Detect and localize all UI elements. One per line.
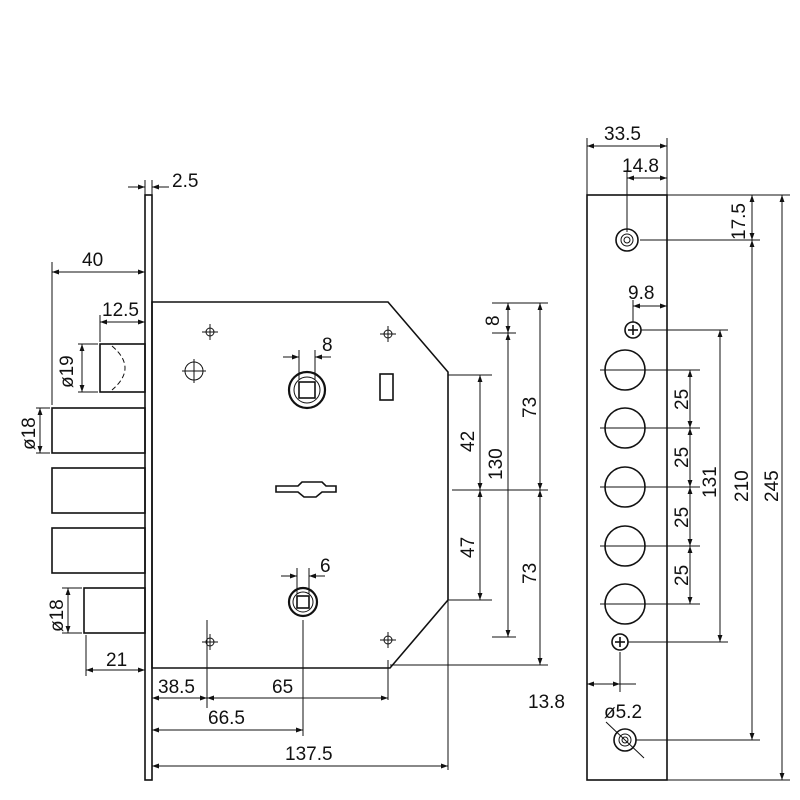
dim-lower-half: 73 xyxy=(520,490,543,665)
dim-horizontal-group xyxy=(151,600,449,770)
case-screw-br xyxy=(380,632,396,648)
dim-backset-label: 38.5 xyxy=(158,677,195,698)
dim-total-span: 130 xyxy=(486,333,511,637)
dim-screw-offset-label: 9.8 xyxy=(628,283,654,304)
dim-spindle-to-cylinder: 65 xyxy=(207,677,388,701)
dim-bolt-offset-top: 8 xyxy=(483,303,511,333)
dim-top-offset: 17.5 xyxy=(640,194,790,241)
dim-latch-diameter-label: ø19 xyxy=(57,355,78,388)
lower-bolt xyxy=(83,587,146,634)
dim-bolt-diameter-label: ø18 xyxy=(19,417,40,450)
case-screw-bl xyxy=(202,634,218,650)
latch-bolt xyxy=(99,343,146,393)
top-mounting-hole xyxy=(615,228,639,252)
dim-lower-span: 47 xyxy=(458,490,483,600)
bottom-screw xyxy=(611,633,629,651)
dim-lower-bolt-diameter-label: ø18 xyxy=(47,599,68,632)
latch-curve xyxy=(111,345,126,391)
dim-upper-span: 42 xyxy=(458,375,483,490)
deadbolt-2 xyxy=(51,467,146,514)
dim-bolt-diameter: ø18 xyxy=(19,407,50,454)
deadbolt-1 xyxy=(51,407,146,454)
dim-bolt-pitch-2-label: 25 xyxy=(672,447,693,468)
dim-upper-span-label: 42 xyxy=(458,431,479,452)
dim-backset: 38.5 xyxy=(152,677,207,701)
dim-bottom-offset-label: 13.8 xyxy=(528,692,565,713)
dim-lower-bolt-throw-label: 21 xyxy=(106,650,127,671)
dim-upper-half: 73 xyxy=(520,303,543,490)
dim-lower-half-label: 73 xyxy=(520,563,541,584)
dim-mount-span: 210 xyxy=(636,240,760,741)
dim-bottom-offset: 13.8 xyxy=(528,652,636,713)
case-screw-tl xyxy=(202,324,218,340)
dim-spindle-square-label: 8 xyxy=(322,335,333,356)
spindle-hub xyxy=(287,370,327,410)
dim-plate-width-label: 33.5 xyxy=(604,124,641,145)
dim-bolt-pitch-1-label: 25 xyxy=(672,389,693,410)
dim-total-span-label: 130 xyxy=(486,448,507,480)
top-screw xyxy=(624,321,642,339)
forend-strip xyxy=(144,194,153,781)
case-screw-tr xyxy=(380,326,396,342)
dim-hole-offset-label: 14.8 xyxy=(622,156,659,177)
dim-cylinder-backset: 66.5 xyxy=(152,708,303,733)
dim-bolt-throw: 40 xyxy=(51,250,145,405)
dim-faceplate-thickness-label: 2.5 xyxy=(172,171,198,192)
dim-screw-offset: 9.8 xyxy=(628,283,667,322)
bolt-centerlines xyxy=(600,369,700,605)
dim-bolt-pitch-4-label: 25 xyxy=(672,565,693,586)
dim-case-length: 137.5 xyxy=(152,744,448,769)
dim-latch-projection-label: 12.5 xyxy=(102,300,139,321)
dim-bolt-offset-top-label: 8 xyxy=(483,315,504,326)
dim-bolt-span: 131 xyxy=(628,329,728,643)
faceplate-front-view: 33.5 14.8 9.8 17.5 25 25 xyxy=(528,124,790,781)
dim-hole-diameter: ø5.2 xyxy=(604,702,645,759)
dim-lower-bolt-throw: 21 xyxy=(85,635,145,676)
dim-cylinder-square: 6 xyxy=(281,556,331,594)
dim-cylinder-backset-label: 66.5 xyxy=(208,708,245,729)
keyhole xyxy=(275,481,337,498)
dim-plate-height-label: 245 xyxy=(762,470,783,502)
dim-latch-projection: 12.5 xyxy=(99,300,145,342)
dim-case-length-label: 137.5 xyxy=(285,744,333,765)
dim-plate-width: 33.5 xyxy=(586,124,668,195)
dim-lower-span-label: 47 xyxy=(458,537,479,558)
dim-upper-half-label: 73 xyxy=(520,397,541,418)
dim-bolt-pitch-3: 25 xyxy=(672,487,693,546)
dim-bolt-span-label: 131 xyxy=(700,466,721,498)
dim-bolt-pitch-2: 25 xyxy=(672,428,693,487)
dim-hole-diameter-label: ø5.2 xyxy=(604,702,642,723)
dim-hole-offset: 14.8 xyxy=(622,156,667,232)
dim-spindle-square: 8 xyxy=(283,335,333,380)
case-fixing-hole xyxy=(182,359,206,383)
follower-slot xyxy=(379,373,394,401)
dim-spindle-to-cylinder-label: 65 xyxy=(272,677,293,698)
dim-top-offset-label: 17.5 xyxy=(729,203,750,240)
lock-side-view: 2.5 40 12.5 ø19 ø18 xyxy=(19,171,548,781)
dim-mount-span-label: 210 xyxy=(732,470,753,502)
dim-bolt-throw-label: 40 xyxy=(82,250,103,271)
dim-bolt-pitch-4: 25 xyxy=(672,546,693,604)
dim-bolt-pitch-1: 25 xyxy=(672,370,693,428)
dim-lower-bolt-diameter: ø18 xyxy=(47,587,82,634)
cylinder-hub xyxy=(287,586,319,618)
deadbolt-3 xyxy=(51,527,146,574)
dim-bolt-pitch-3-label: 25 xyxy=(672,507,693,528)
dim-vertical-group xyxy=(390,302,548,666)
dim-latch-diameter: ø19 xyxy=(57,343,98,393)
dim-faceplate-thickness: 2.5 xyxy=(128,171,198,195)
dim-cylinder-square-label: 6 xyxy=(320,556,331,577)
dim-plate-height: 245 xyxy=(667,195,790,781)
